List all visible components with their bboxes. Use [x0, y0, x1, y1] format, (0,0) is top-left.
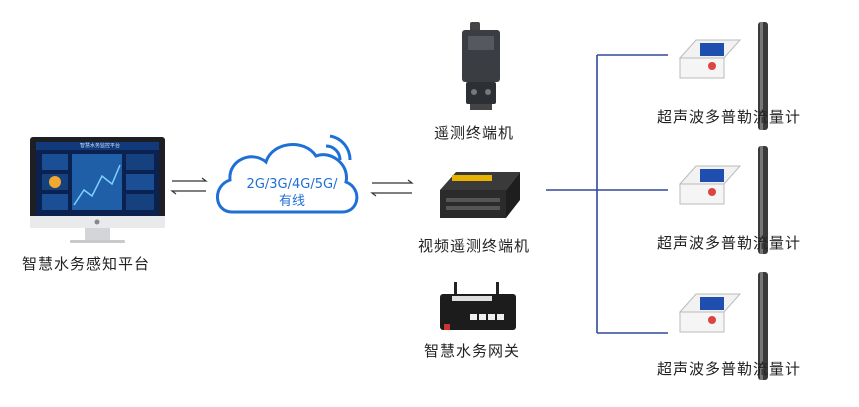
flowmeter-label-3: 超声波多普勒流量计	[657, 360, 802, 378]
network-label-line2: 有线	[278, 194, 305, 209]
video-telemetry-terminal-label: 视频遥测终端机	[418, 237, 531, 255]
bidirectional-arrow-left	[170, 177, 208, 195]
platform-label: 智慧水务感知平台	[22, 255, 151, 273]
flowmeter-label-2: 超声波多普勒流量计	[657, 234, 802, 252]
video-telemetry-terminal-icon	[440, 172, 520, 218]
gateway-icon	[440, 282, 516, 330]
bidirectional-arrow-right	[370, 179, 414, 197]
network-label-line1: 2G/3G/4G/5G/	[246, 177, 338, 192]
flowmeter-label-1: 超声波多普勒流量计	[657, 108, 802, 126]
monitor-icon	[30, 137, 165, 243]
telemetry-terminal-icon	[462, 22, 500, 110]
cloud-icon	[216, 134, 359, 214]
screen-title: 智慧水务监控平台	[79, 143, 120, 149]
telemetry-terminal-label: 遥测终端机	[434, 124, 515, 142]
flowmeter-icon	[678, 22, 768, 130]
network-label: 2G/3G/4G/5G/ 有线	[238, 176, 346, 210]
gateway-label: 智慧水务网关	[424, 342, 521, 360]
flowmeter-icon	[678, 272, 768, 380]
flowmeter-icon	[678, 146, 768, 254]
connection-lines	[546, 54, 668, 334]
